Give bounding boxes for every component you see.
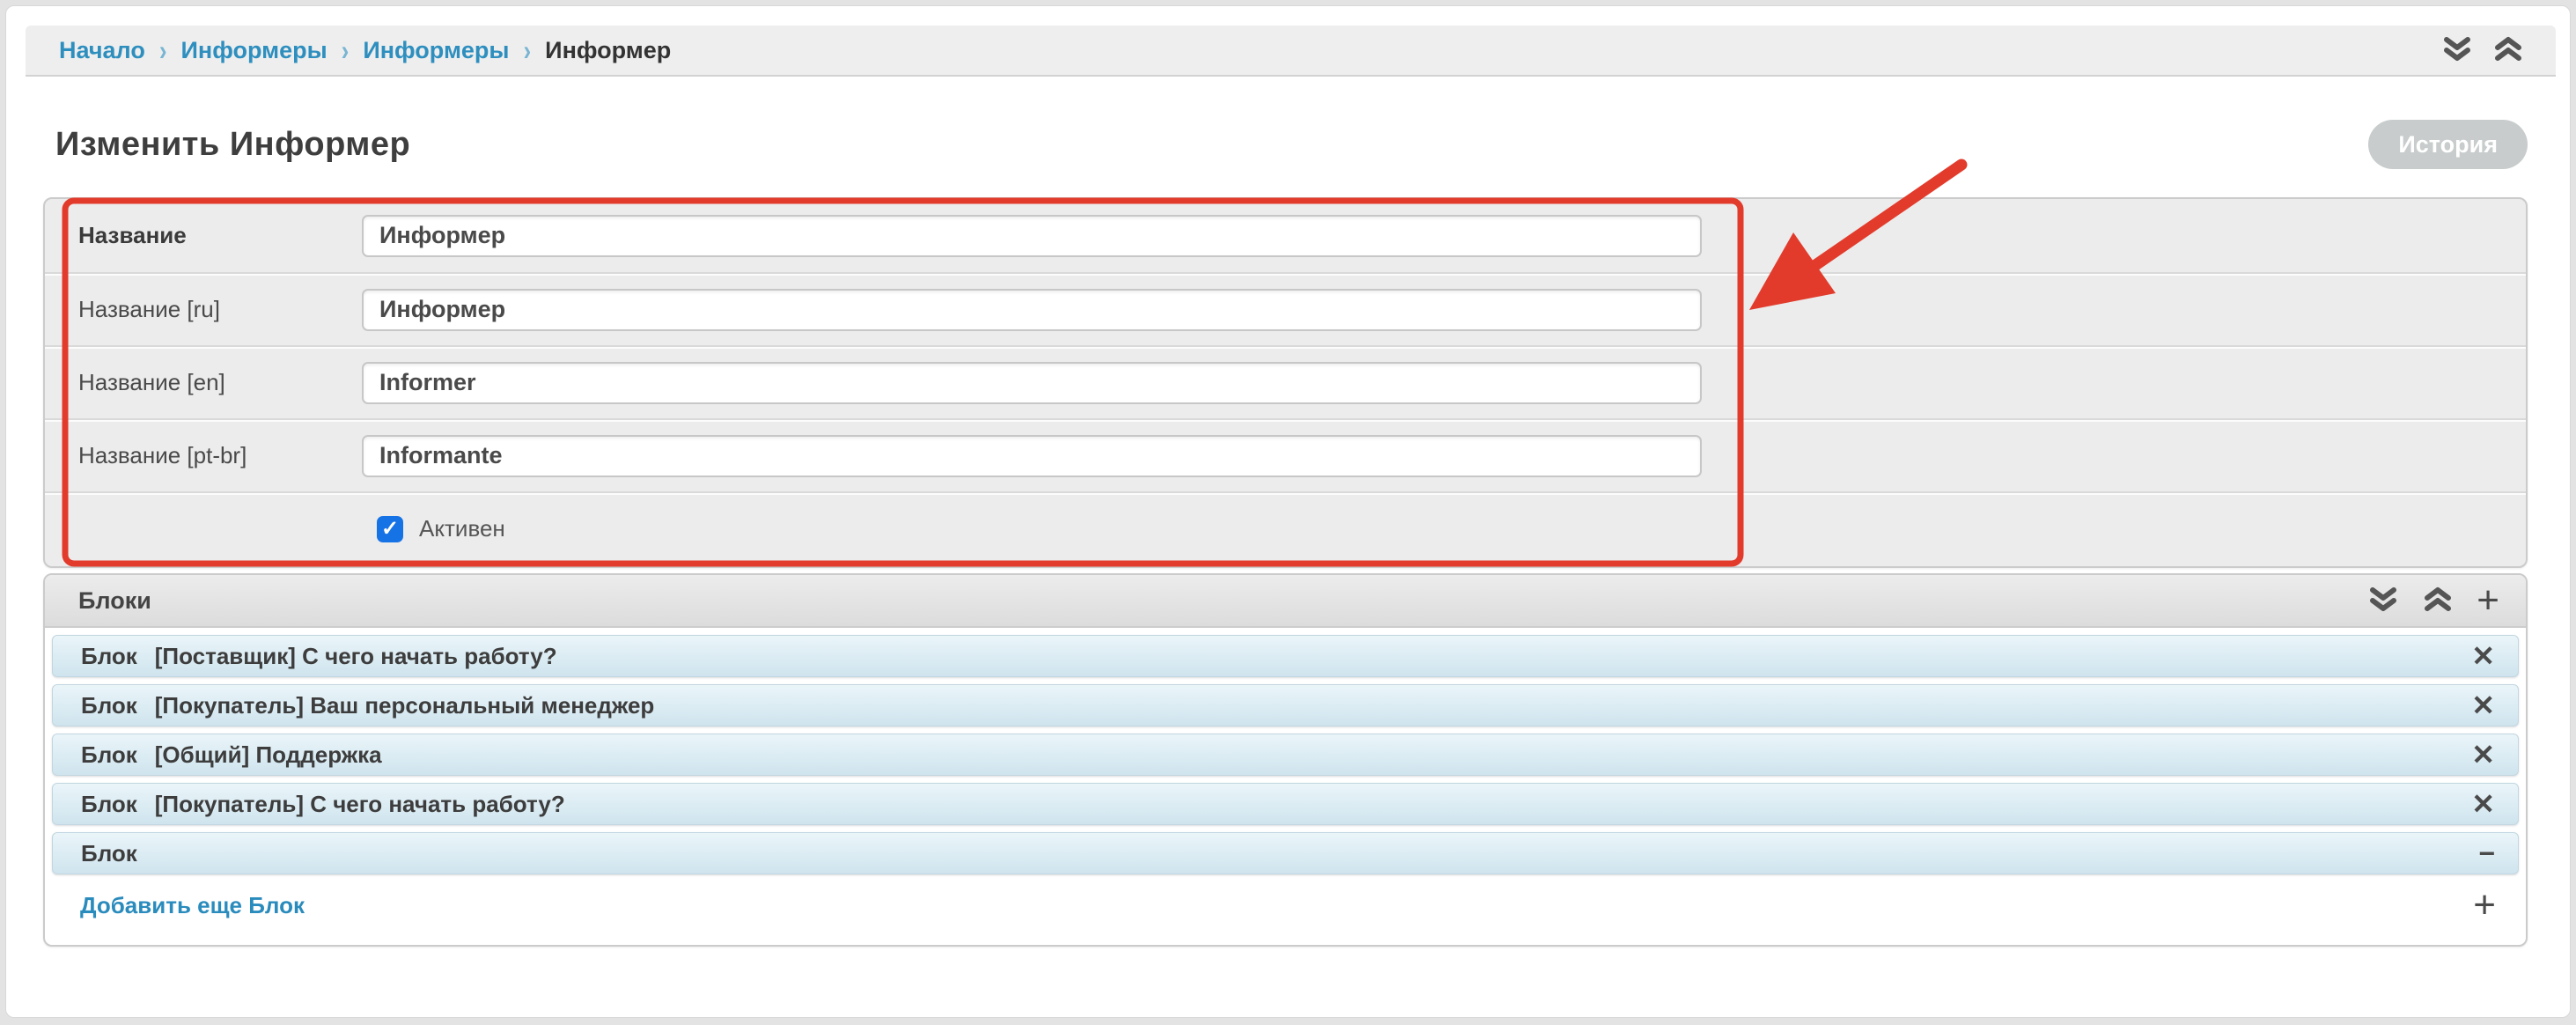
breadcrumb-separator: › <box>341 33 350 67</box>
field-label: Название [en] <box>78 369 225 395</box>
remove-block-icon[interactable]: ✕ <box>2471 689 2495 721</box>
add-block-plus-icon[interactable]: + <box>2473 883 2496 926</box>
block-rows: Блок [Поставщик] С чего начать работу? ✕… <box>45 635 2526 874</box>
block-row-label: Блок <box>81 691 137 719</box>
title-row: Изменить Информер История <box>55 115 2528 173</box>
block-row-name: [Покупатель] С чего начать работу? <box>154 790 565 817</box>
block-row-name: [Поставщик] С чего начать работу? <box>154 642 557 669</box>
remove-block-icon[interactable]: − <box>2478 837 2495 869</box>
breadcrumb-items: Начало › Информеры › Информеры › Информе… <box>59 33 672 67</box>
blocks-collapse-all-icon[interactable] <box>2422 586 2454 615</box>
block-row[interactable]: Блок [Поставщик] С чего начать работу? ✕ <box>52 635 2519 677</box>
active-checkbox-label: Активен <box>419 515 505 542</box>
remove-block-icon[interactable]: ✕ <box>2471 788 2495 820</box>
form-field-row: Название <box>45 199 2526 272</box>
add-block-row: Добавить еще Блок + <box>52 881 2519 929</box>
block-row-label: Блок <box>81 642 137 669</box>
expand-all-icon[interactable] <box>2441 36 2473 64</box>
remove-block-icon[interactable]: ✕ <box>2471 640 2495 672</box>
add-block-link[interactable]: Добавить еще Блок <box>80 891 305 918</box>
breadcrumb: Начало › Информеры › Информеры › Информе… <box>26 26 2556 77</box>
fields-container: Название Название [ru] Название [en] Наз… <box>45 199 2526 491</box>
breadcrumb-item[interactable]: Информеры <box>180 36 328 63</box>
block-row-name: [Общий] Поддержка <box>154 741 382 768</box>
form-field-row: Название [pt-br] <box>45 418 2526 491</box>
block-row[interactable]: Блок [Общий] Поддержка ✕ <box>52 734 2519 776</box>
breadcrumb-bar-icons <box>2441 36 2524 64</box>
blocks-header-label: Блоки <box>78 586 151 614</box>
active-row: ✓ Активен <box>45 491 2526 564</box>
blocks-header-icons: + <box>2367 579 2499 622</box>
blocks-expand-all-icon[interactable] <box>2367 586 2399 615</box>
field-label: Название [pt-br] <box>78 442 247 468</box>
history-button[interactable]: История <box>2368 120 2528 169</box>
block-row[interactable]: Блок [Покупатель] Ваш персональный менед… <box>52 684 2519 726</box>
active-checkbox[interactable]: ✓ <box>377 515 403 542</box>
blocks-add-icon[interactable]: + <box>2477 579 2499 622</box>
breadcrumb-item[interactable]: Информеры <box>363 36 510 63</box>
field-label: Название <box>78 222 187 248</box>
breadcrumb-item[interactable]: Информер <box>545 36 672 63</box>
form-field-row: Название [ru] <box>45 272 2526 345</box>
block-row-name: [Покупатель] Ваш персональный менеджер <box>154 691 655 719</box>
field-label: Название [ru] <box>78 296 220 322</box>
block-row-label: Блок <box>81 741 137 768</box>
field-input[interactable] <box>362 288 1702 331</box>
block-row[interactable]: Блок [Покупатель] С чего начать работу? … <box>52 783 2519 825</box>
block-row-label: Блок <box>81 790 137 817</box>
collapse-all-icon[interactable] <box>2492 36 2524 64</box>
breadcrumb-item[interactable]: Начало <box>59 36 145 63</box>
informer-form: Название Название [ru] Название [en] Наз… <box>43 197 2528 568</box>
breadcrumb-separator: › <box>158 33 167 67</box>
block-row-label: Блок <box>81 839 137 866</box>
field-input[interactable] <box>362 434 1702 477</box>
blocks-section: Блоки + Блок [Поставщик] С чего начать р… <box>43 573 2528 947</box>
page-title: Изменить Информер <box>55 125 411 163</box>
field-input[interactable] <box>362 361 1702 404</box>
block-row[interactable]: Блок − <box>52 832 2519 874</box>
remove-block-icon[interactable]: ✕ <box>2471 739 2495 771</box>
admin-page: Начало › Информеры › Информеры › Информе… <box>5 5 2571 1018</box>
breadcrumb-separator: › <box>523 33 532 67</box>
field-input[interactable] <box>362 214 1702 257</box>
form-field-row: Название [en] <box>45 345 2526 418</box>
blocks-header: Блоки + <box>45 575 2526 628</box>
